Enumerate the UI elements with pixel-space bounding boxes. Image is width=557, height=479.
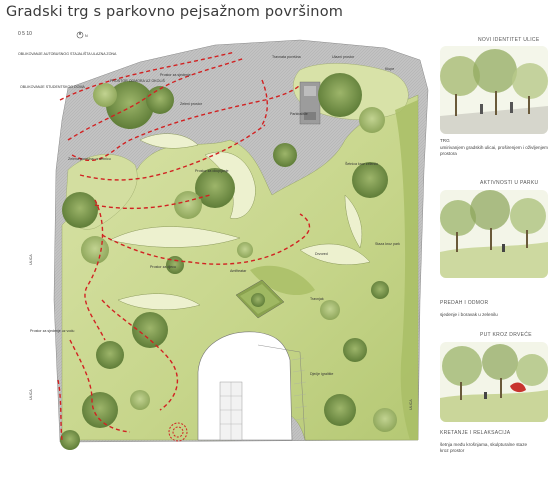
map-label: Amfiteatar xyxy=(230,269,247,273)
map-label: Prostor za sjedenje uz vodu xyxy=(30,329,74,333)
sidebar-heading-movement: KRETANJE I RELAKSACIJA xyxy=(440,430,511,436)
trees xyxy=(60,73,397,450)
map-label: OBLIKOVANJE AUTOBUSNOG STAJALIŠTA ULAZNA… xyxy=(18,51,117,56)
sidebar-heading-identity: NOVI IDENTITET ULICE xyxy=(478,37,540,43)
vignette-trees xyxy=(440,342,548,422)
map-label: Ulazni prostor xyxy=(332,55,355,59)
sidebar-heading-trees: PUT KROZ DRVEĆE xyxy=(480,332,532,338)
sidebar-caption-calming: umirivanjem gradskih ulicai, proširenjem… xyxy=(440,145,548,156)
sidebar-heading-rest: PREDAH I ODMOR xyxy=(440,300,489,306)
green-strips xyxy=(250,100,418,440)
page-title: Gradski trg s parkovno pejsažnom površin… xyxy=(6,4,344,20)
walking-paths xyxy=(57,51,311,441)
map-label: Klupe xyxy=(385,67,394,71)
map-label: Drvored xyxy=(315,252,328,256)
sidebar-caption-rest: sjedenje i boravak u zelenilu xyxy=(440,312,498,317)
spiral-path-icon xyxy=(168,422,188,442)
map-label: Prostor za okupljanje xyxy=(195,169,229,173)
sidebar-caption-trg: TRG xyxy=(440,138,450,143)
map-label: Zeleni prostor xyxy=(180,102,203,106)
road-label: ULICA xyxy=(29,254,33,265)
road-label: ULICA xyxy=(409,399,413,410)
road-label: ULICA xyxy=(29,389,33,400)
north-arrow-icon: N xyxy=(76,31,88,39)
map-label: Dječje igralište xyxy=(310,372,333,376)
map-label: OBLIKOVANJE STUDENTSKOG DOMA xyxy=(20,85,85,89)
map-label: Staza kroz park xyxy=(375,242,400,246)
map-labels: OBLIKOVANJE AUTOBUSNOG STAJALIŠTA ULAZNA… xyxy=(18,51,413,410)
map-label: Šetnica kroz zelenilo xyxy=(345,161,378,166)
parking-building xyxy=(197,331,308,441)
north-label: N xyxy=(85,34,88,38)
pavilion-structure xyxy=(299,81,321,125)
sidebar-caption-movement: šetnja među krošnjama, skulpturalne staz… xyxy=(440,442,528,453)
map-label: Travnata površina xyxy=(272,55,301,59)
vignette-street xyxy=(440,46,548,134)
map-label: PROSTOR ODMORA UZ OKOLIŠ xyxy=(110,78,165,83)
map-label: Zelena površina uz šetnicu xyxy=(68,157,111,161)
map-label: Travnjak xyxy=(310,297,324,301)
map-label: Parkiralište xyxy=(290,112,308,116)
scale-bar: 0 5 10 xyxy=(18,31,32,37)
vignette-park xyxy=(440,190,548,278)
map-label: Prostor za djecu xyxy=(150,265,176,269)
sidebar-heading-activities: AKTIVNOSTI U PARKU xyxy=(480,180,539,186)
map-label: Prostor za sjedenje xyxy=(160,73,191,77)
